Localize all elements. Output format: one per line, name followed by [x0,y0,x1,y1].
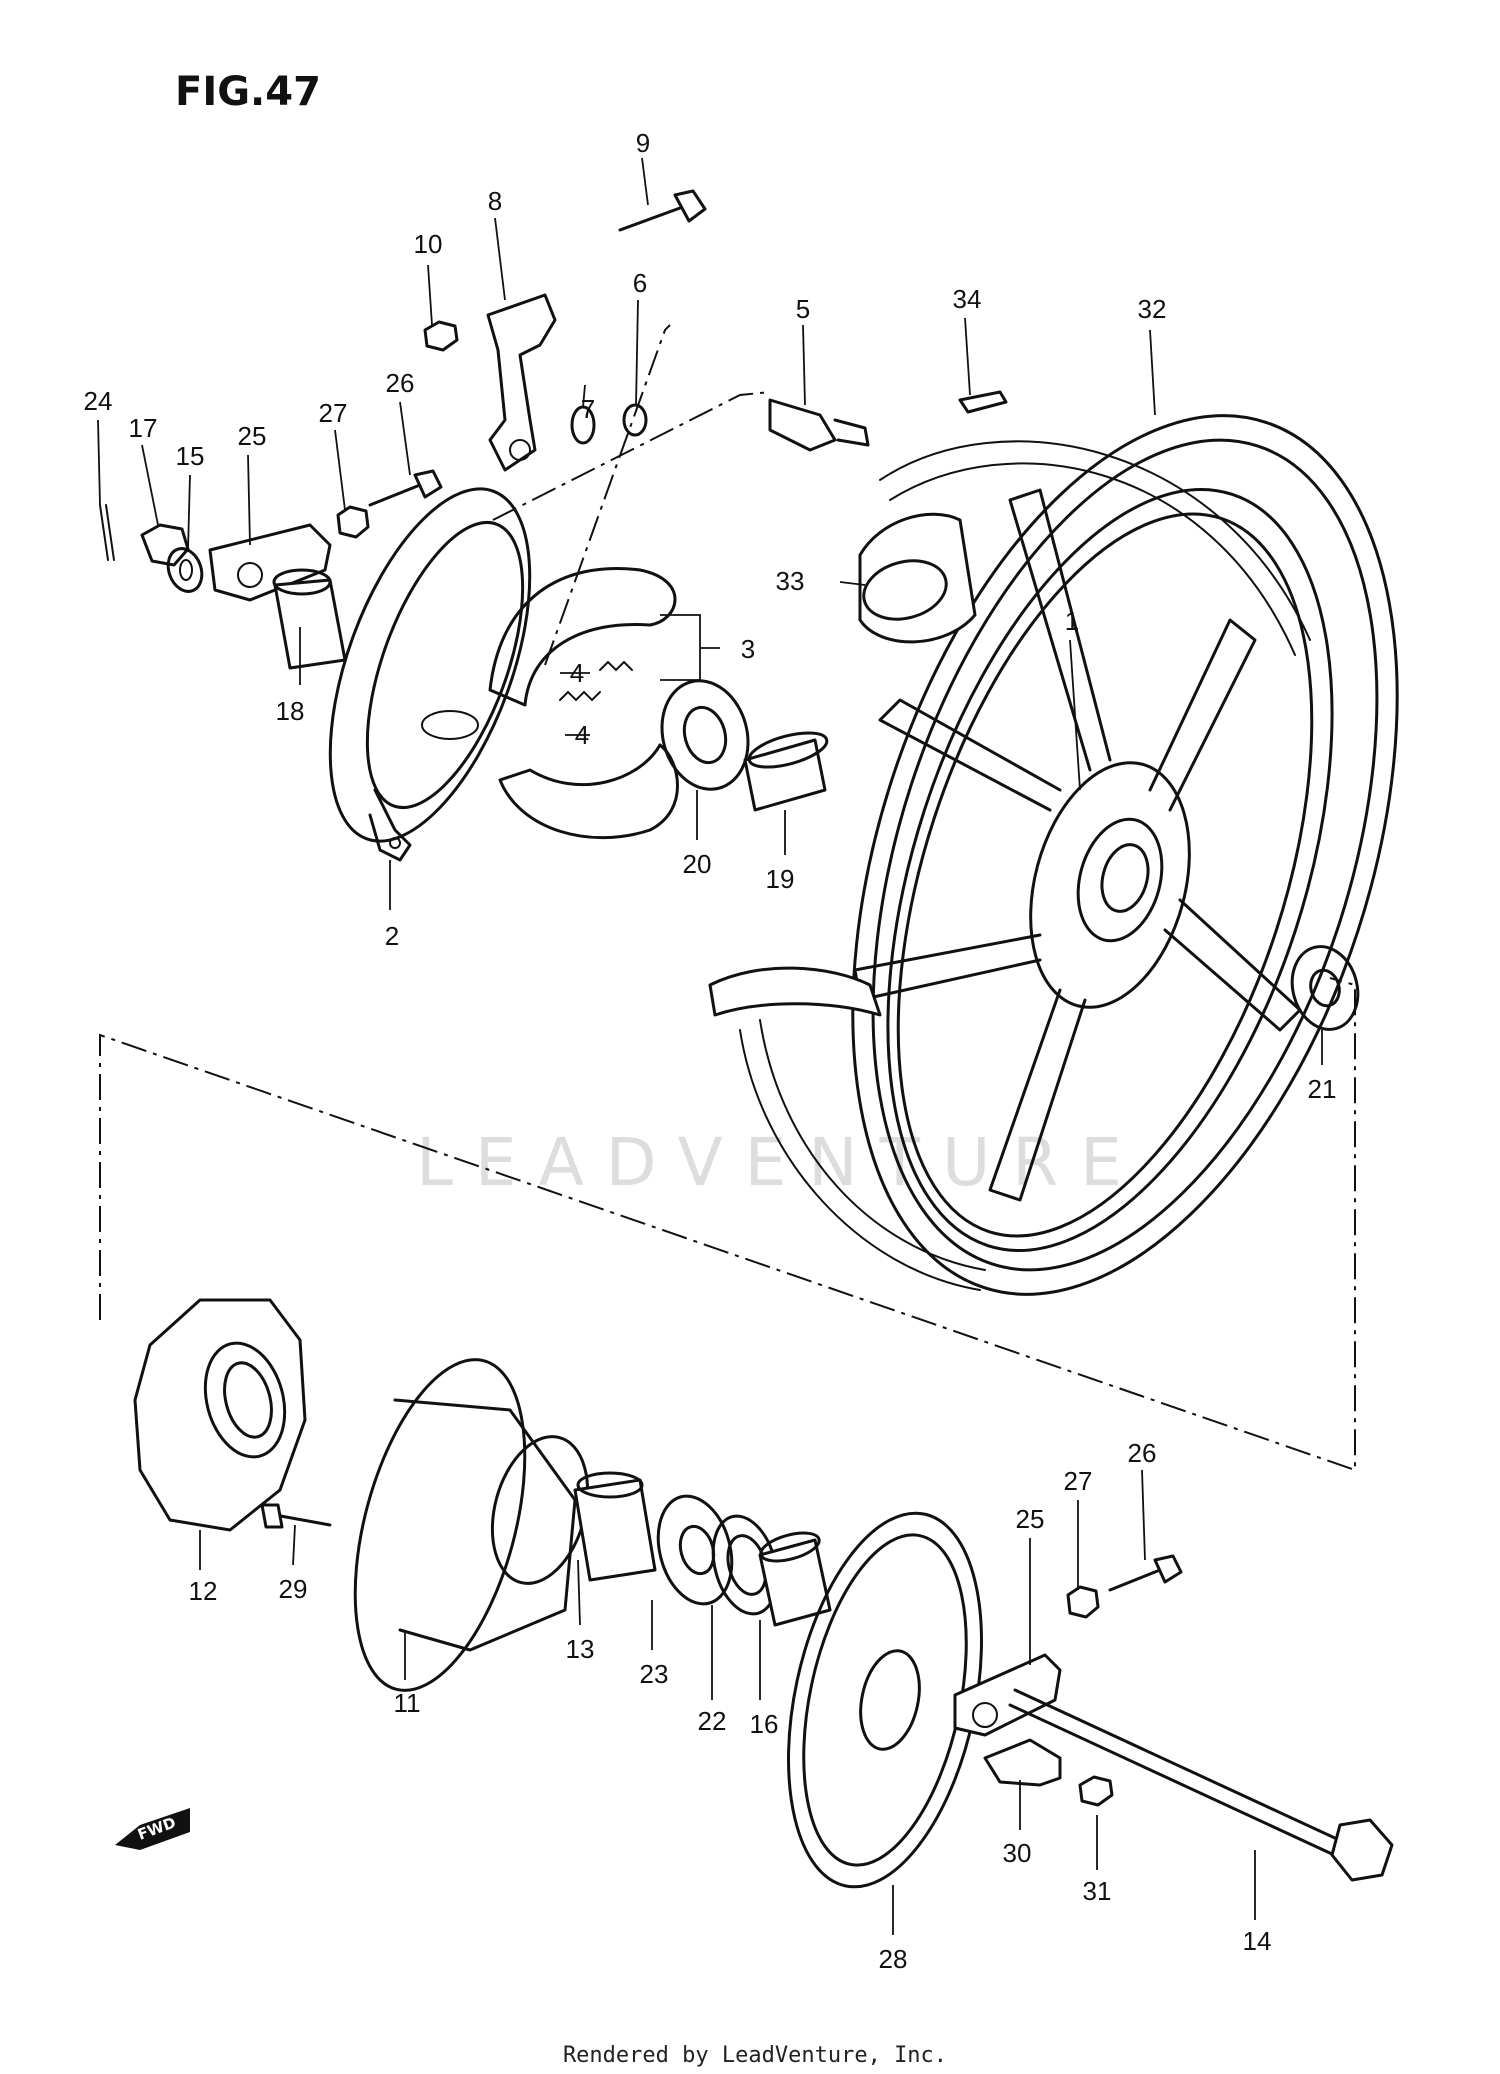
callout-21: 21 [1308,1074,1337,1104]
callout-15: 15 [176,441,205,471]
callout-5: 5 [796,294,810,324]
callout-27b: 27 [1064,1466,1093,1496]
callout-24: 24 [84,386,113,416]
callout-29: 29 [279,1574,308,1604]
callout-25b: 25 [1016,1504,1045,1534]
callout-22: 22 [698,1706,727,1736]
callout-31: 31 [1083,1876,1112,1906]
callout-11: 11 [394,1688,421,1718]
callout-30: 30 [1003,1838,1032,1868]
callout-4a: 4 [570,658,584,688]
callout-12: 12 [189,1576,218,1606]
watermark: LEADVENTURE [416,1124,1144,1201]
leader-lines [97,157,1323,1935]
callout-32: 32 [1138,294,1167,324]
callout-26a: 26 [386,368,415,398]
callout-10: 10 [414,229,443,259]
callout-17: 17 [129,413,158,443]
callout-27a: 27 [319,398,348,428]
footer-credit: Rendered by LeadVenture, Inc. [563,2043,947,2068]
brake-panel [328,487,532,862]
callout-16: 16 [750,1709,779,1739]
callout-28: 28 [879,1944,908,1974]
callout-20: 20 [683,849,712,879]
callout-14: 14 [1243,1926,1272,1956]
rear-wheel [708,414,1399,1296]
callout-13: 13 [566,1634,595,1664]
callout-25a: 25 [238,421,267,451]
callout-6: 6 [633,268,647,298]
callout-26b: 26 [1128,1438,1157,1468]
callout-3: 3 [741,634,755,664]
callout-4b: 4 [575,720,589,750]
forward-arrow-icon: FWD [115,1808,190,1850]
callout-9: 9 [636,128,650,158]
callouts: 1 2 3 4 4 5 6 7 8 9 10 11 12 13 14 15 16… [84,128,1337,1974]
callout-18: 18 [276,696,305,726]
assembly-lines [99,324,1356,1472]
callout-23: 23 [640,1659,669,1689]
callout-1: 1 [1065,606,1079,636]
callout-34: 34 [953,284,982,314]
callout-19: 19 [766,864,795,894]
upper-hardware [99,189,1360,1031]
figure-title: FIG.47 [175,69,321,115]
brake-shoes [488,567,679,840]
callout-2: 2 [385,921,399,951]
callout-33: 33 [776,566,805,596]
callout-8: 8 [488,186,502,216]
lower-assembly [133,1298,1394,1889]
callout-7: 7 [581,394,595,424]
